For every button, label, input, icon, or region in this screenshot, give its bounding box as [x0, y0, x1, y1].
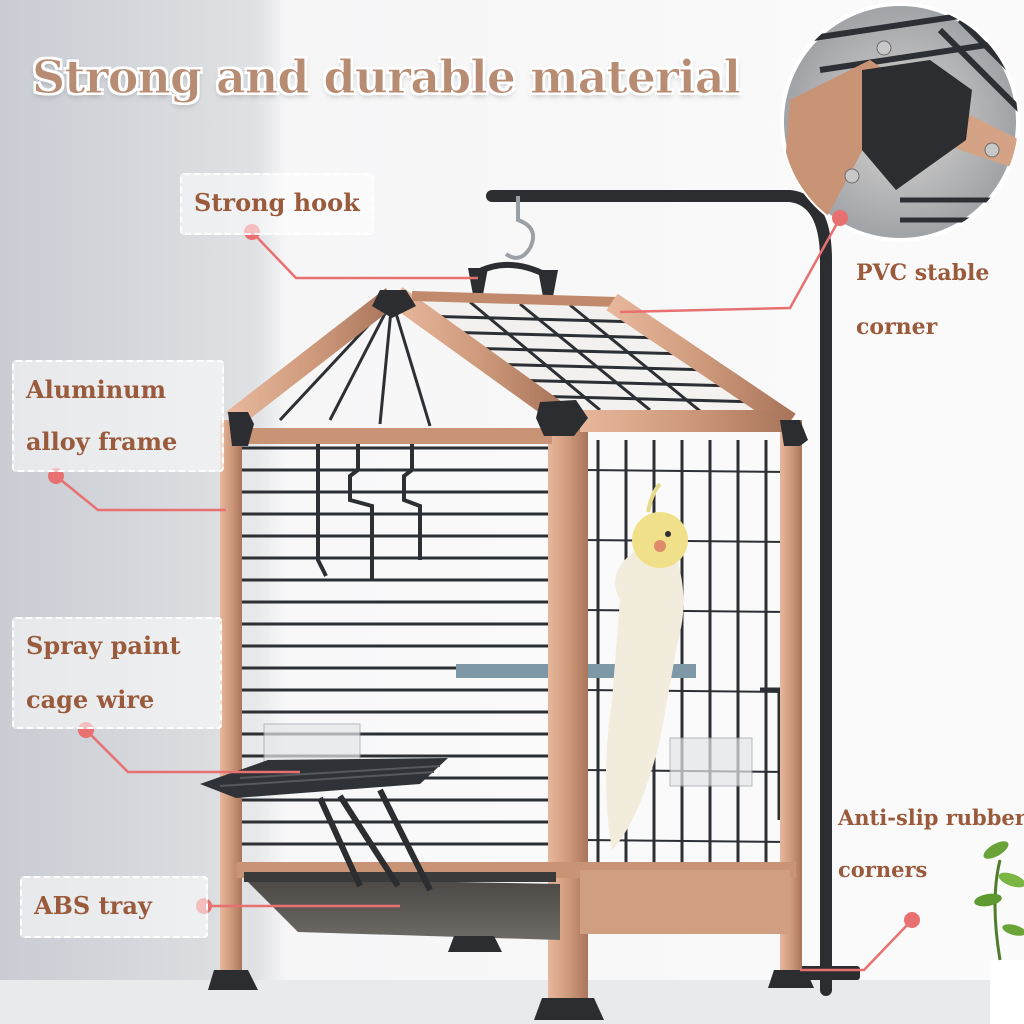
- headline: Strong and durable material: [32, 50, 742, 105]
- callout-wire-line2: cage wire: [26, 685, 155, 714]
- callout-strong-hook: Strong hook: [180, 173, 374, 235]
- callout-anti-line2: corners: [838, 857, 928, 882]
- abs-tray: [244, 872, 560, 940]
- callout-anti-slip: Anti-slip rubber corners: [838, 792, 1024, 896]
- leader-lines: [55, 217, 913, 972]
- callout-pvc-corner: PVC stable corner: [856, 246, 989, 354]
- hook-icon: [468, 196, 558, 302]
- platform-door: [200, 758, 448, 892]
- callout-abs-tray: ABS tray: [20, 876, 208, 938]
- corner-zoom-image: [780, 2, 1020, 242]
- floor: [0, 980, 1024, 1024]
- callout-wire-line1: Spray paint: [26, 631, 181, 660]
- bird-image: [606, 482, 688, 850]
- callout-aluminum-frame: Aluminum alloy frame: [12, 360, 224, 472]
- callout-anti-line1: Anti-slip rubber: [838, 805, 1024, 830]
- callout-frame-line2: alloy frame: [26, 427, 178, 456]
- callout-cage-wire: Spray paint cage wire: [12, 617, 222, 729]
- callout-frame-line1: Aluminum: [26, 375, 166, 404]
- callout-tray-text: ABS tray: [34, 891, 152, 920]
- callout-pvc-line2: corner: [856, 314, 938, 340]
- cage-body: [226, 430, 796, 870]
- plant-image: [974, 841, 1024, 1024]
- callout-pvc-line1: PVC stable: [856, 260, 990, 286]
- cage-roof: [225, 287, 796, 431]
- aluminum-frame: [220, 400, 808, 1008]
- rubber-feet: [208, 936, 814, 1020]
- callout-strong-hook-text: Strong hook: [194, 188, 360, 217]
